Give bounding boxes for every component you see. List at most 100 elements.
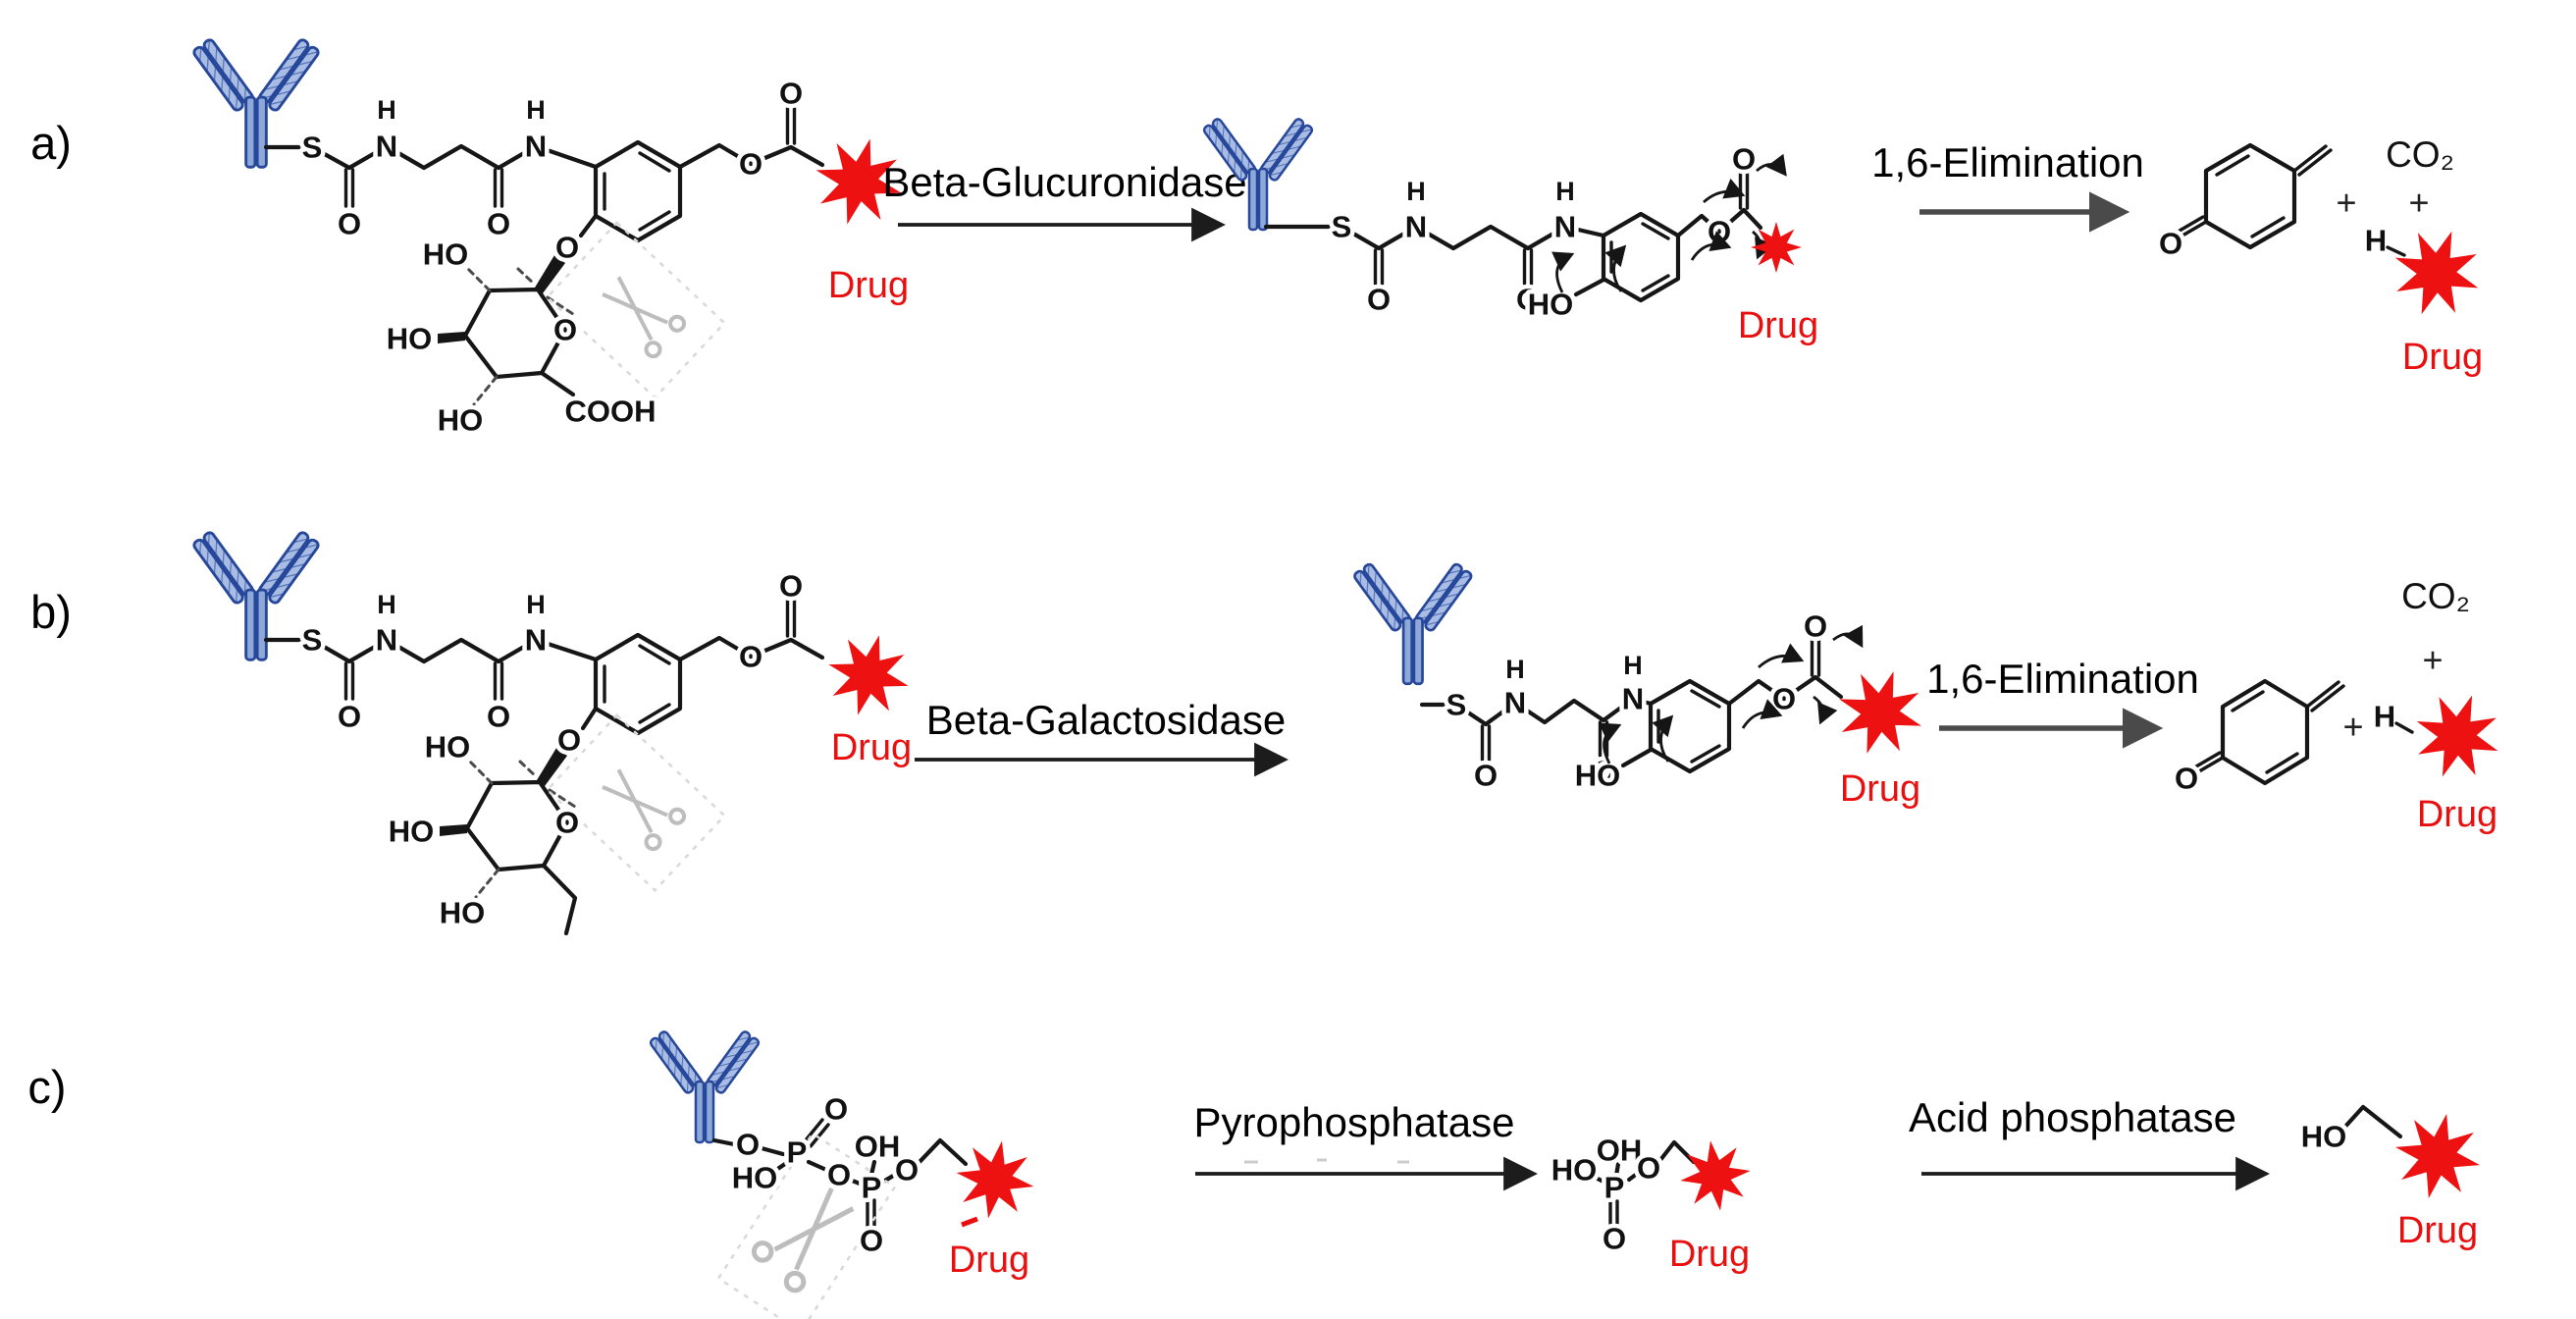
drug-star-icon [1825, 658, 1935, 767]
svg-text:O: O [555, 231, 579, 265]
elimination-label: 1,6-Elimination [1926, 656, 2199, 702]
molecule-phosphate-drug: HO P OH O O Drug [1547, 1129, 1756, 1275]
svg-text:COOH: COOH [565, 395, 657, 429]
svg-text:N: N [1405, 210, 1427, 244]
erased-text-artifact [1244, 1158, 1409, 1164]
svg-text:HO: HO [1551, 1153, 1598, 1187]
svg-text:H: H [526, 95, 546, 125]
svg-text:HO: HO [438, 403, 484, 438]
svg-text:O: O [1804, 609, 1827, 644]
quinone-methide [2220, 678, 2310, 786]
svg-text:P: P [862, 1171, 882, 1205]
svg-text:H: H [526, 590, 546, 619]
scissors-icon [751, 1178, 865, 1294]
svg-text:O: O [1592, 755, 1615, 789]
curved-arrow-icons [1599, 624, 1864, 765]
drug-label: Drug [2397, 1210, 2478, 1251]
drug-label: Drug [2402, 337, 2483, 378]
benzene-ring [1648, 678, 1732, 774]
svg-text:OH: OH [855, 1130, 901, 1164]
svg-text:P: P [787, 1135, 808, 1170]
svg-text:N: N [376, 623, 397, 658]
svg-text:O: O [2175, 762, 2198, 796]
svg-text:N: N [1504, 686, 1526, 720]
svg-text:OH: OH [1597, 1134, 1643, 1168]
quinone-methide [2203, 142, 2297, 250]
svg-text:P: P [1604, 1171, 1625, 1205]
drug-star-icon [817, 624, 920, 726]
molecule-cleaved-intermediate: S O H N O H N HO O O Drug [1351, 561, 1935, 810]
svg-text:N: N [1622, 682, 1644, 716]
svg-text:O: O [487, 700, 510, 734]
svg-text:O: O [860, 1224, 883, 1258]
co2-label: CO₂ [2386, 134, 2454, 175]
linker-chain [1263, 224, 1606, 251]
svg-text:HO: HO [1575, 759, 1621, 793]
drug-label: Drug [1669, 1234, 1750, 1275]
svg-text:HO: HO [389, 815, 435, 849]
molecule-adc-galactoside: S O H N O H N O O O O HO HO HO Drug [190, 529, 920, 936]
svg-text:O: O [1516, 283, 1540, 317]
svg-text:H: H [377, 95, 396, 125]
scissors-icon [592, 265, 689, 361]
molecule-antibody-pyrophosphate-drug: O P O HO O P OH O O Drug [648, 1029, 1041, 1319]
svg-text:S: S [1446, 688, 1467, 722]
svg-text:O: O [1367, 283, 1391, 317]
svg-text:HO: HO [2301, 1120, 2347, 1154]
atom-label-s: S [302, 131, 323, 165]
svg-text:N: N [525, 623, 547, 658]
plus-sign: + [2408, 183, 2429, 223]
drug-star-icon [1751, 222, 1802, 273]
bond-stub [961, 1216, 978, 1228]
drug-label: Drug [949, 1240, 1029, 1281]
linker-chain [263, 637, 599, 664]
svg-text:N: N [376, 130, 397, 164]
svg-text:O: O [553, 313, 577, 347]
products-quinone-methide-co2-drug: O + CO₂ + H Drug [2154, 134, 2494, 378]
svg-text:S: S [1332, 210, 1352, 244]
cleavage-zone [716, 1132, 897, 1319]
products-quinone-methide-co2-drug: O + CO₂ + H Drug [2170, 576, 2513, 835]
svg-text:O: O [779, 569, 803, 604]
svg-text:O: O [1474, 759, 1498, 793]
enzyme-label-beta-galactosidase: Beta-Galactosidase [926, 697, 1287, 743]
svg-text:HO: HO [440, 896, 486, 930]
svg-text:H: H [377, 590, 396, 619]
svg-text:O: O [827, 1158, 851, 1192]
linker-chain [1419, 696, 1654, 727]
drug-label: Drug [831, 727, 912, 768]
row-a: a) [30, 36, 2494, 442]
svg-text:O: O [739, 640, 762, 674]
section-label-c: c) [27, 1061, 66, 1113]
svg-text:S: S [302, 623, 323, 658]
svg-text:O: O [338, 207, 361, 241]
svg-text:O: O [557, 723, 581, 758]
svg-text:O: O [779, 77, 803, 111]
section-label-b: b) [30, 586, 72, 638]
row-c: c) O P O HO O P OH O O [27, 1029, 2490, 1319]
hydrogen-label: H [2374, 700, 2395, 734]
svg-text:O: O [824, 1092, 848, 1127]
svg-text:O: O [1603, 1222, 1626, 1256]
curved-arrow-icons [1551, 153, 1787, 293]
svg-text:O: O [487, 207, 510, 241]
svg-text:O: O [1772, 682, 1796, 716]
svg-text:O: O [739, 147, 762, 182]
molecule-adc-glucuronide: S O H N O H N O O O O HO HO HO COOH Drug [190, 36, 914, 442]
drug-star-icon [949, 1134, 1041, 1226]
svg-text:O: O [1732, 142, 1756, 177]
benzene-ring [1601, 211, 1681, 303]
svg-text:O: O [2159, 227, 2182, 261]
svg-text:O: O [736, 1128, 760, 1162]
svg-text:H: H [1623, 651, 1643, 680]
linker-chain [263, 143, 599, 171]
svg-text:HO: HO [1528, 288, 1574, 322]
svg-text:HO: HO [387, 322, 433, 356]
svg-text:HO: HO [423, 237, 469, 272]
enzyme-label-beta-glucuronidase: Beta-Glucuronidase [882, 159, 1246, 205]
svg-text:H: H [1555, 177, 1575, 206]
svg-text:O: O [555, 806, 579, 840]
row-b: b) [30, 529, 2513, 936]
glucuronide-ring [462, 287, 568, 380]
